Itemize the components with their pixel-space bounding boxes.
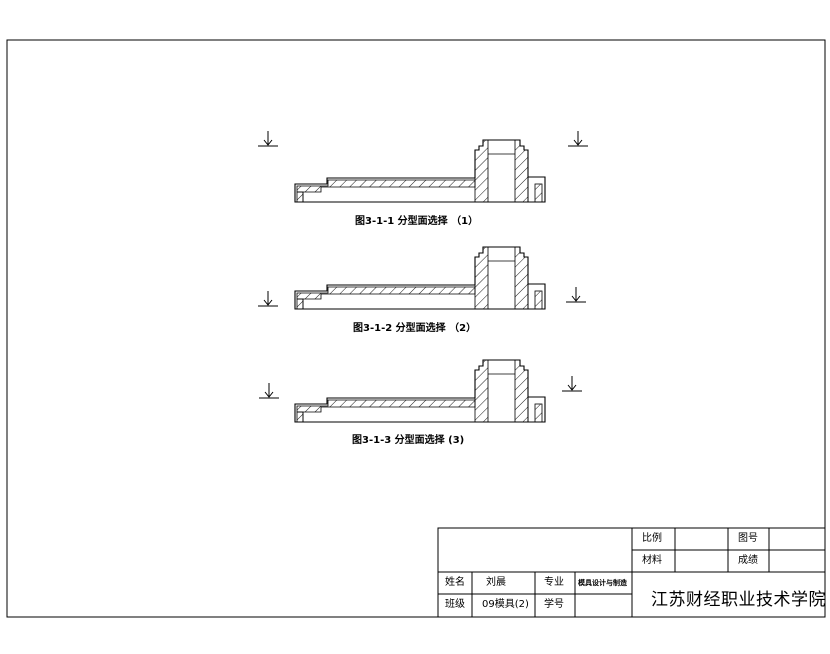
figure-3-part [294, 359, 546, 423]
figure-1-caption: 图3-1-1 分型面选择 （1） [355, 216, 479, 227]
major-value: 模具设计与制造 [578, 579, 627, 587]
figure-1-arrow-left [257, 130, 279, 147]
figure-2-part [294, 246, 546, 310]
material-label: 材料 [642, 555, 662, 566]
drawing-no-label: 图号 [738, 533, 758, 544]
figure-2-caption: 图3-1-2 分型面选择 （2） [353, 323, 477, 334]
title-block-grid [437, 527, 826, 618]
school-name: 江苏财经职业技术学院 [651, 590, 826, 610]
figure-2-arrow-right [565, 286, 587, 303]
figure-3-caption: 图3-1-3 分型面选择 (3) [352, 435, 465, 446]
scale-label: 比例 [642, 533, 662, 544]
name-label: 姓名 [445, 577, 465, 588]
class-label: 班级 [445, 599, 465, 610]
figure-3-arrow-left [258, 382, 280, 399]
class-value: 09模具(2) [482, 599, 529, 610]
figure-1-part [294, 139, 546, 203]
figure-2-arrow-left [257, 290, 279, 307]
name-value: 刘晨 [486, 577, 506, 588]
student-no-label: 学号 [544, 599, 564, 610]
figure-3-arrow-right [561, 375, 583, 392]
sheet-border [6, 39, 826, 618]
grade-label: 成绩 [738, 555, 758, 566]
major-label: 专业 [544, 577, 564, 588]
figure-1-arrow-right [567, 130, 589, 147]
